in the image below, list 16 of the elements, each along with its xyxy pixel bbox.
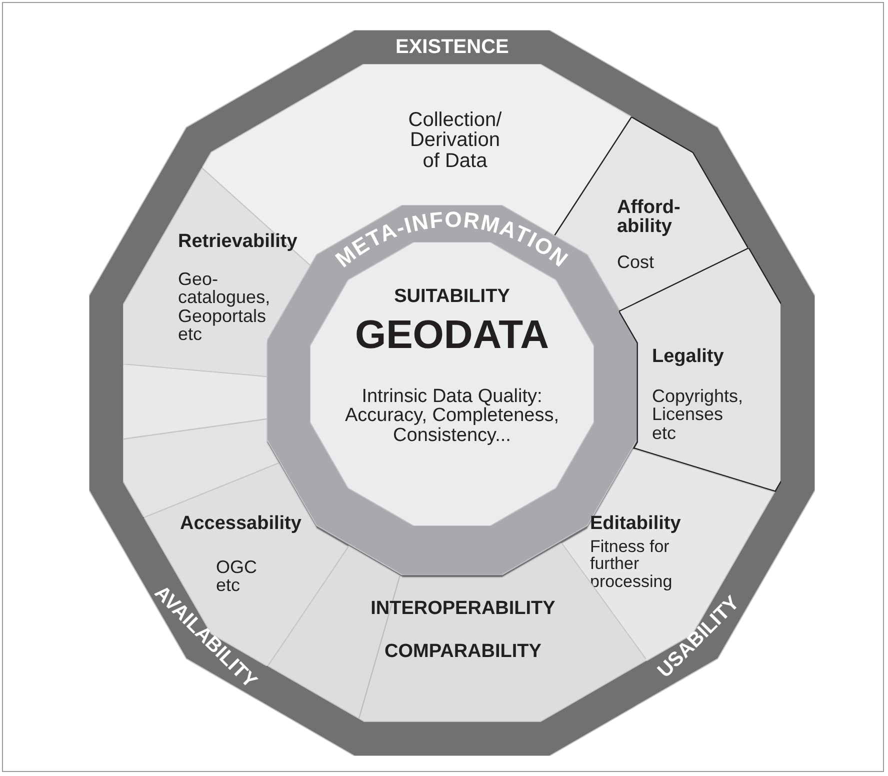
segment-text: Copyrights, Licenses etc [652, 386, 744, 442]
segment-heading: Afford- ability [616, 198, 682, 237]
segment-heading: Legality [652, 346, 725, 366]
segment-heading: Accessability [180, 514, 302, 534]
band-label: EXISTENCE [396, 37, 509, 58]
segment-text: Fitness for further processing [590, 538, 674, 590]
segment-heading: Editability [590, 514, 682, 534]
core-title: GEODATA [354, 315, 550, 356]
segment-text: Intrinsic Data Quality: Accuracy, Completeness, Consistency... [344, 387, 560, 446]
segment-heading: SUITABILITY [393, 287, 511, 306]
segment-text: Collection/ Derivation of Data [407, 110, 503, 172]
segment-heading: Retrievability [178, 232, 298, 252]
segment-text: Geo- catalogues, Geoportals etc [178, 270, 272, 344]
segment-text: Cost [616, 252, 655, 272]
segment-heading: COMPARABILITY [384, 642, 542, 662]
segment-heading: INTEROPERABILITY [370, 598, 556, 618]
